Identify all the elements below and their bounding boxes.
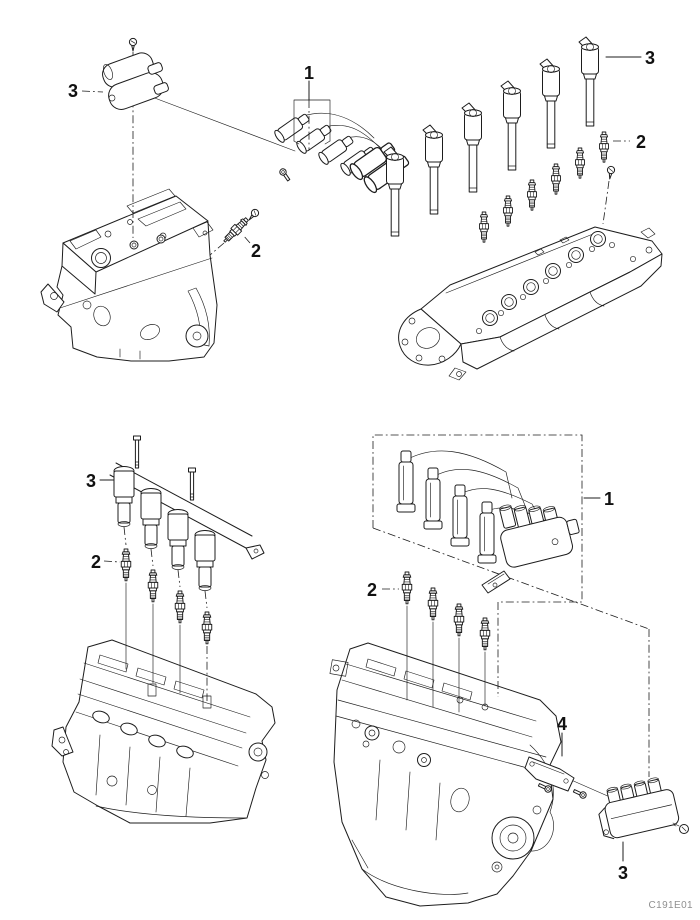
spark-plug-icon (120, 548, 132, 582)
intake-ports (92, 710, 194, 759)
spark-plug-icon (575, 147, 585, 179)
callout-label-spark-plug: 2 (251, 241, 261, 261)
cover-vents (97, 654, 205, 699)
callout-label-spark-plug: 2 (367, 580, 377, 600)
pencil-coil-icon (539, 58, 560, 149)
callout-label-coil: 3 (618, 863, 628, 883)
coil-end-cluster (499, 504, 580, 568)
leader-line (151, 96, 296, 152)
leader-lines (406, 605, 486, 713)
callout-label-wire-set: 1 (304, 63, 314, 83)
bolt-icon (188, 467, 196, 501)
spark-plug-icon (147, 569, 159, 603)
spark-plug-icon (427, 587, 439, 621)
callout-label-bracket: 4 (557, 714, 567, 734)
grouping-box (372, 434, 650, 777)
screw-icon (278, 167, 292, 183)
pencil-coil-icon (422, 124, 443, 215)
spark-plug-illustration (209, 207, 261, 256)
diagram-code: C191E01 (649, 900, 694, 911)
spark-plug-icon (527, 179, 537, 211)
leader-line (81, 90, 104, 93)
spark-plug-icon (174, 590, 186, 624)
cover-bolt-holes (476, 242, 653, 334)
spark-plug-icon (453, 603, 465, 637)
spark-plug-icon (201, 611, 213, 645)
screw-icon (128, 37, 138, 52)
leader-line (103, 560, 121, 563)
rail-coils (113, 466, 216, 591)
callout-label-spark-plug: 2 (91, 552, 101, 572)
engine-illustration (329, 642, 562, 907)
screw-icon (605, 165, 616, 180)
cover-vents (365, 658, 473, 701)
spark-plug-tubes (482, 231, 606, 326)
callout-bracket (293, 80, 331, 150)
callout-label-coil: 3 (645, 48, 655, 68)
spark-plug-icon (401, 571, 413, 605)
leader-line (602, 180, 610, 225)
valve-cover-illustration (398, 226, 663, 381)
pencil-coil-icon (500, 80, 521, 171)
spark-plug-icon (479, 617, 491, 651)
callout-label-wire-set: 1 (604, 489, 614, 509)
spark-plug-set (401, 571, 491, 651)
spark-plug-icon (479, 211, 489, 243)
bolt-icon (133, 435, 141, 469)
leader-line (242, 234, 251, 244)
view-top-right: 3 2 (383, 36, 663, 381)
leader-lines (123, 526, 208, 701)
bolt-icon (572, 787, 588, 800)
pencil-coil-icon (461, 102, 482, 193)
ignition-coil-illustration (598, 777, 689, 840)
spark-plug-icon (551, 163, 561, 195)
ignition-coil-illustration (102, 37, 169, 110)
valve-cover-vents (69, 188, 187, 250)
view-bottom-left: 3 2 (51, 435, 276, 824)
engine-illustration (40, 188, 218, 362)
view-bottom-right: 1 2 4 3 (329, 434, 689, 907)
plug-boots (396, 450, 497, 564)
pencil-coil-set (383, 36, 599, 237)
spark-plug-icon (599, 131, 609, 163)
view-top-left: 3 1 2 (40, 37, 413, 362)
pencil-coil-icon (578, 36, 599, 127)
callout-label-coil: 3 (86, 471, 96, 491)
engine-illustration (51, 639, 276, 824)
spark-plug-set (479, 131, 609, 243)
spark-plug-icon (503, 195, 513, 227)
callout-label-coil: 3 (68, 81, 78, 101)
wire-set-illustration (396, 450, 580, 594)
pencil-coil-icon (383, 146, 404, 237)
coil-rail-illustration (109, 435, 265, 591)
spark-plug-icon (220, 215, 251, 246)
callout-label-spark-plug: 2 (636, 132, 646, 152)
